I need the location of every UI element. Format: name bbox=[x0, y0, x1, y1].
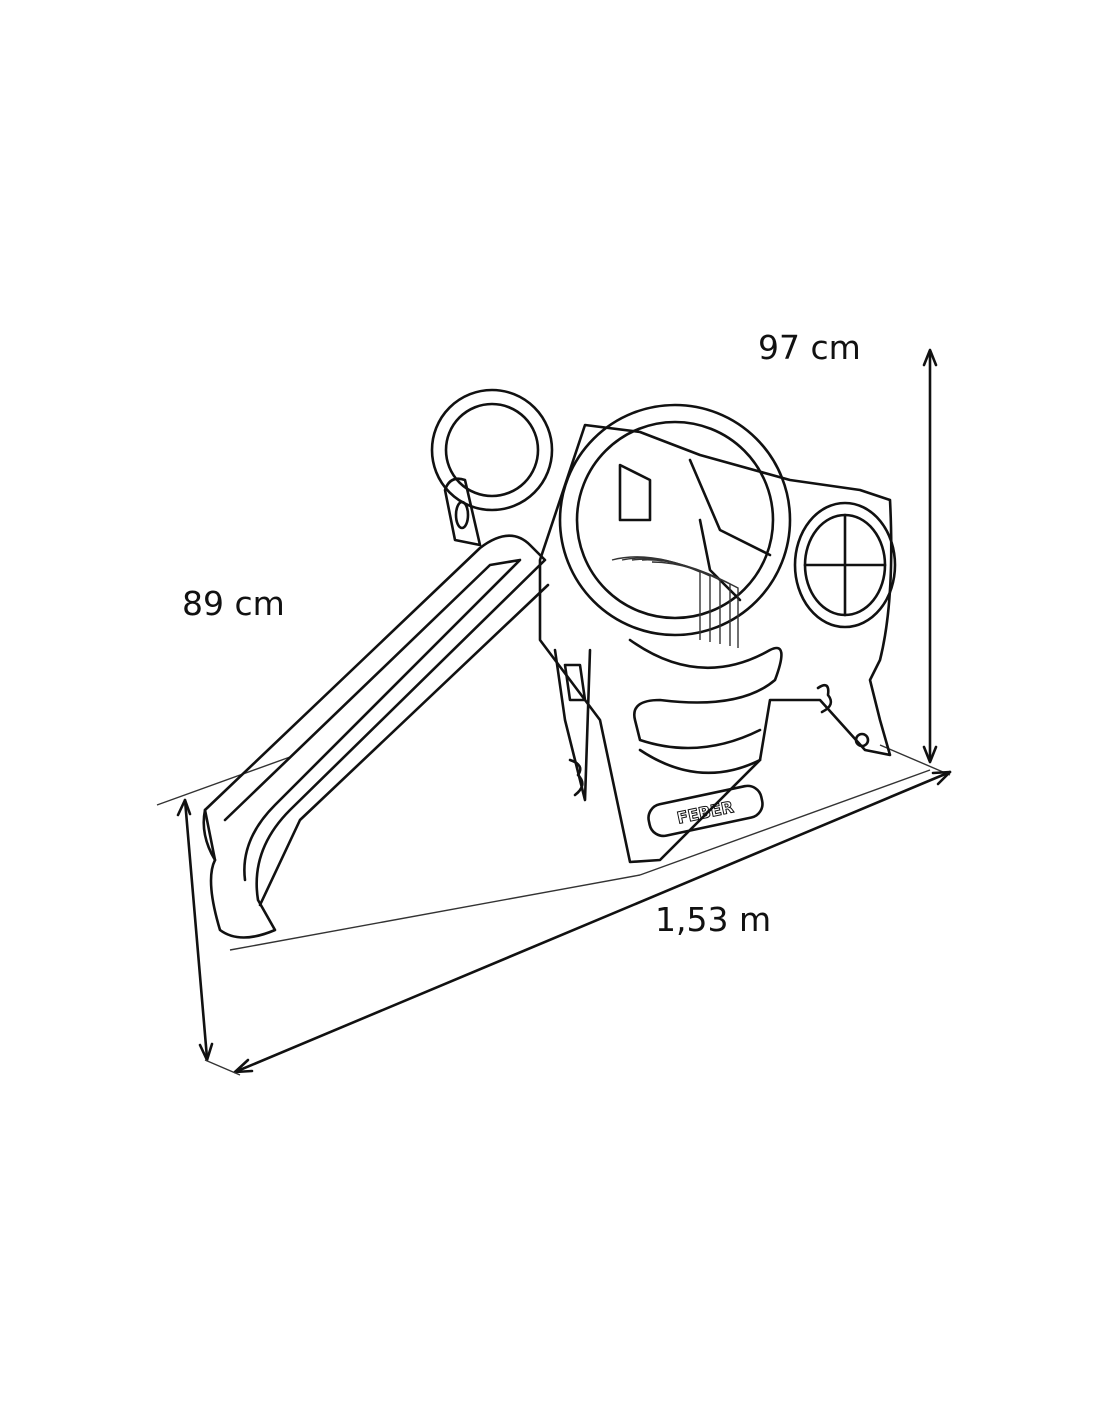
width-label: 89 cm bbox=[182, 584, 285, 623]
height-label: 97 cm bbox=[758, 328, 861, 367]
climber-body: FEBER bbox=[538, 403, 897, 864]
dimension-lines bbox=[156, 348, 952, 1076]
length-label: 1,53 m bbox=[655, 900, 772, 939]
width-dimension-line bbox=[183, 798, 209, 1060]
slide-chute bbox=[202, 534, 550, 939]
stair-steps bbox=[611, 556, 739, 648]
ring-handle bbox=[430, 388, 554, 547]
feber-logo-plate bbox=[647, 784, 764, 838]
length-dimension-line bbox=[233, 770, 952, 1074]
